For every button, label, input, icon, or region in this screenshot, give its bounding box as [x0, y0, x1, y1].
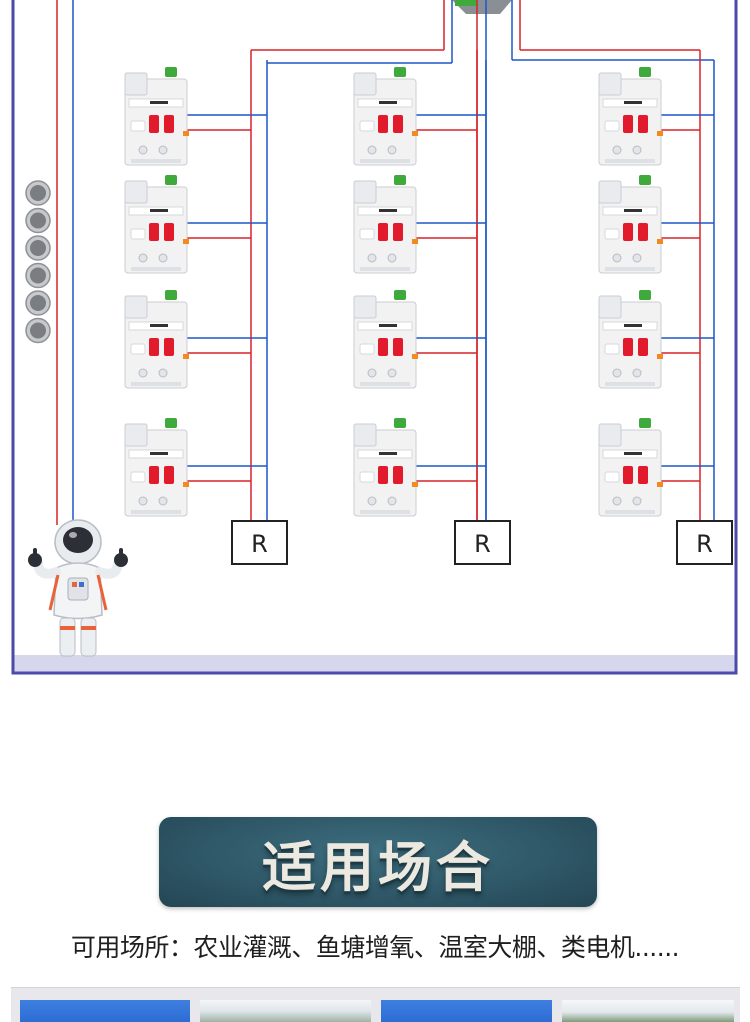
photo-tile-3 — [381, 1000, 552, 1022]
photo-tile-2 — [200, 1000, 371, 1022]
indicator-lamp — [25, 317, 51, 344]
indicator-lamp — [25, 180, 51, 206]
scenario-banner: 适用场合 — [159, 817, 597, 907]
circuit-breaker — [124, 175, 189, 274]
left-bus-wires — [56, 0, 74, 525]
circuit-breaker — [353, 418, 418, 517]
photo-strip — [11, 987, 740, 1022]
photo-tile-4 — [562, 1000, 734, 1022]
relay-label: R — [696, 530, 713, 558]
relay-label: R — [474, 530, 491, 558]
breaker-grid — [124, 67, 663, 517]
circuit-breaker — [598, 175, 663, 274]
relay-box: R — [231, 520, 288, 565]
indicator-lamp — [25, 235, 51, 261]
circuit-breaker — [353, 175, 418, 274]
indicator-lamp — [25, 290, 51, 316]
circuit-breaker — [353, 290, 418, 389]
circuit-breaker — [124, 418, 189, 517]
circuit-breaker — [598, 418, 663, 517]
circuit-breaker — [598, 290, 663, 389]
banner-title: 适用场合 — [262, 835, 494, 899]
circuit-breaker — [124, 67, 189, 166]
relay-box: R — [676, 520, 733, 565]
relay-label: R — [251, 530, 268, 558]
photo-tile-1 — [20, 1000, 190, 1022]
relay-box: R — [454, 520, 511, 565]
circuit-breaker — [124, 290, 189, 389]
distribution-wires — [187, 0, 715, 520]
circuit-breaker — [353, 67, 418, 166]
indicator-lamp — [25, 262, 51, 289]
indicator-lamp — [25, 207, 51, 234]
astronaut-mascot — [28, 519, 128, 657]
gateway-device — [452, 0, 512, 14]
circuit-breaker — [598, 67, 663, 166]
indicator-lamps — [25, 180, 51, 344]
scenario-list: 可用场所：农业灌溉、鱼塘增氧、温室大棚、类电机...... — [70, 933, 680, 962]
